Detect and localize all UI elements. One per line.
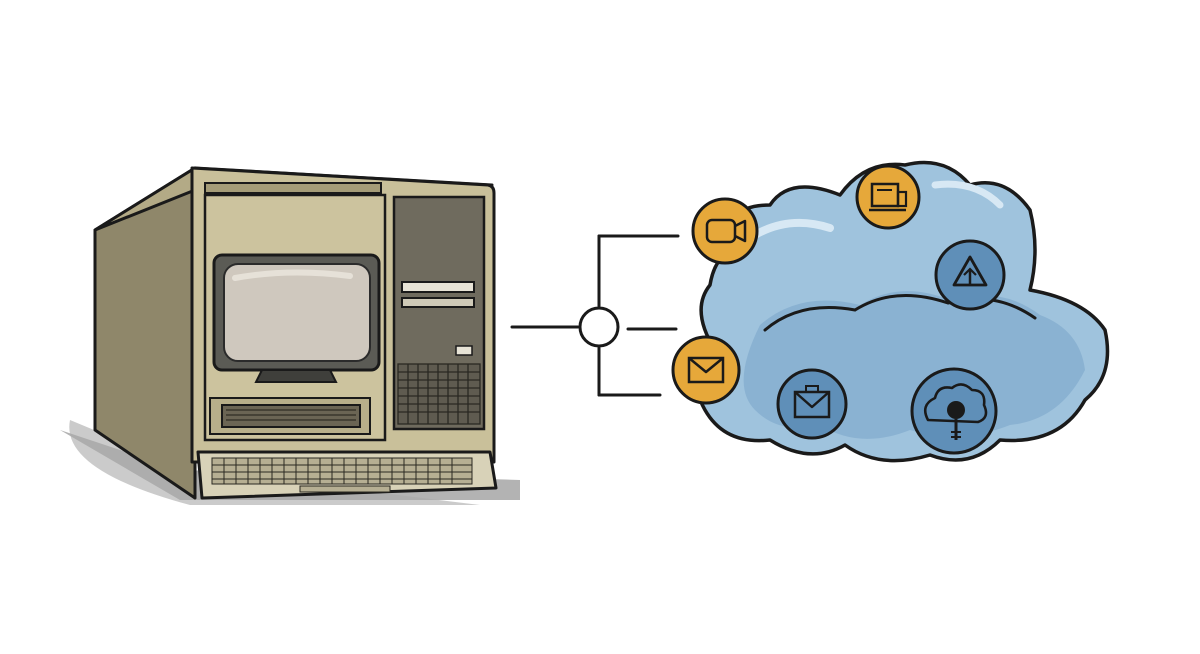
tower-vent-grid	[397, 363, 481, 425]
envelope-icon	[671, 335, 741, 405]
cloud-highlight-2	[931, 180, 1004, 209]
front-top-strip	[204, 182, 382, 194]
video-camera-icon	[691, 197, 759, 265]
monitor-icon	[855, 164, 921, 230]
keyboard-keys	[211, 457, 473, 485]
tower-drive-2	[401, 297, 475, 308]
drive-slot	[221, 404, 361, 428]
tower-drive-1	[401, 281, 475, 293]
tower-led	[455, 345, 473, 356]
drive-slot-lines	[226, 409, 356, 421]
connector-node	[578, 306, 620, 348]
network-connector	[510, 234, 680, 397]
cloud-highlight	[751, 218, 834, 239]
retro-computer	[60, 166, 520, 505]
envelope-icon	[776, 368, 848, 440]
cloud-lightbulb-icon	[910, 367, 998, 455]
keyboard-spacebar	[299, 485, 391, 493]
upload-triangle-icon	[934, 239, 1006, 311]
keyboard-key-columns	[223, 458, 453, 484]
screen	[223, 263, 371, 362]
screen-glare	[232, 269, 353, 281]
monitor-stand	[254, 369, 338, 383]
